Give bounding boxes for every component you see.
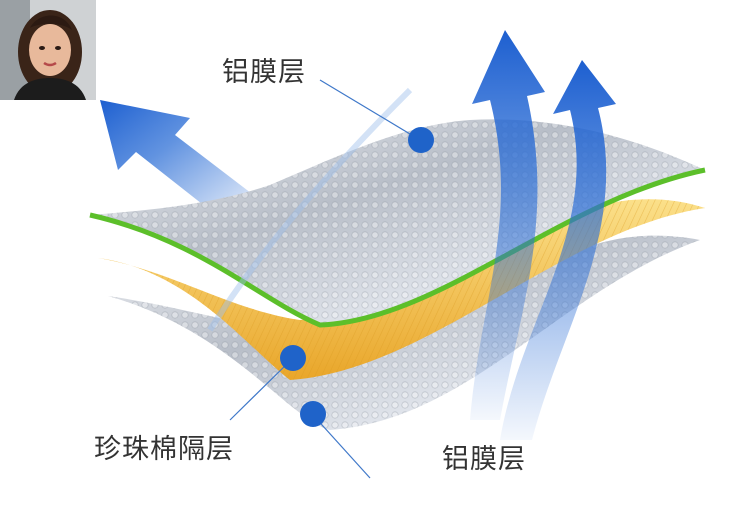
- marker-dot-top: [408, 127, 434, 153]
- label-bottom-foil-layer: 铝膜层: [442, 437, 526, 476]
- marker-dot-middle: [280, 345, 306, 371]
- marker-dot-bottom: [300, 401, 326, 427]
- label-pearl-cotton-layer: 珍珠棉隔层: [94, 427, 234, 466]
- avatar: [0, 0, 96, 100]
- person-photo-icon: [0, 0, 96, 100]
- label-top-foil-layer: 铝膜层: [222, 50, 306, 89]
